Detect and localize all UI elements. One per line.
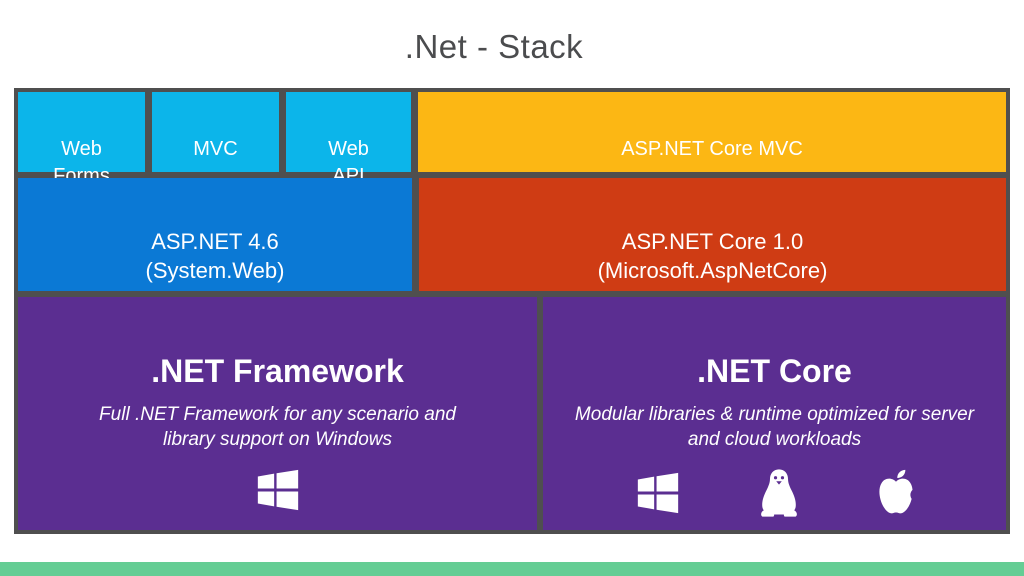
bottom-row: .NET Framework Full .NET Framework for a… bbox=[18, 297, 1006, 530]
linux-icon bbox=[760, 469, 797, 517]
net-core-platform-icons bbox=[634, 468, 916, 518]
net-framework-heading: .NET Framework bbox=[151, 353, 404, 389]
net-framework-platform-icons bbox=[254, 468, 302, 512]
box-aspnet-core-mvc-label: ASP.NET Core MVC bbox=[621, 138, 803, 160]
apple-icon bbox=[878, 469, 916, 514]
net-framework-description: Full .NET Framework for any scenario and… bbox=[99, 404, 456, 450]
box-aspnet-core-10: ASP.NET Core 1.0 (Microsoft.AspNetCore) bbox=[419, 178, 1006, 291]
box-mvc: MVC bbox=[152, 92, 279, 172]
net-core-description: Modular libraries & runtime optimized fo… bbox=[574, 404, 975, 450]
net-core-heading: .NET Core bbox=[697, 353, 852, 389]
box-aspnet-core-mvc: ASP.NET Core MVC bbox=[418, 92, 1006, 172]
middle-row: ASP.NET 4.6 (System.Web) ASP.NET Core 1.… bbox=[18, 178, 1006, 291]
windows-icon bbox=[257, 469, 298, 511]
box-web-api: Web API bbox=[286, 92, 411, 187]
box-net-core: .NET Core Modular libraries & runtime op… bbox=[543, 297, 1006, 530]
footer-accent-bar bbox=[0, 562, 1024, 576]
windows-icon bbox=[637, 472, 678, 514]
dotnet-stack-diagram: Web Forms MVC Web API ASP.NET Core MVC A… bbox=[14, 88, 1010, 534]
top-row: Web Forms MVC Web API ASP.NET Core MVC bbox=[18, 92, 1006, 187]
box-aspnet-core-10-label: ASP.NET Core 1.0 (Microsoft.AspNetCore) bbox=[597, 229, 828, 283]
box-aspnet-46-label: ASP.NET 4.6 (System.Web) bbox=[145, 229, 285, 283]
box-net-framework: .NET Framework Full .NET Framework for a… bbox=[18, 297, 537, 530]
box-aspnet-46: ASP.NET 4.6 (System.Web) bbox=[18, 178, 412, 291]
page-title: .Net - Stack bbox=[404, 28, 584, 65]
box-mvc-label: MVC bbox=[193, 138, 238, 160]
box-web-forms: Web Forms bbox=[18, 92, 145, 187]
